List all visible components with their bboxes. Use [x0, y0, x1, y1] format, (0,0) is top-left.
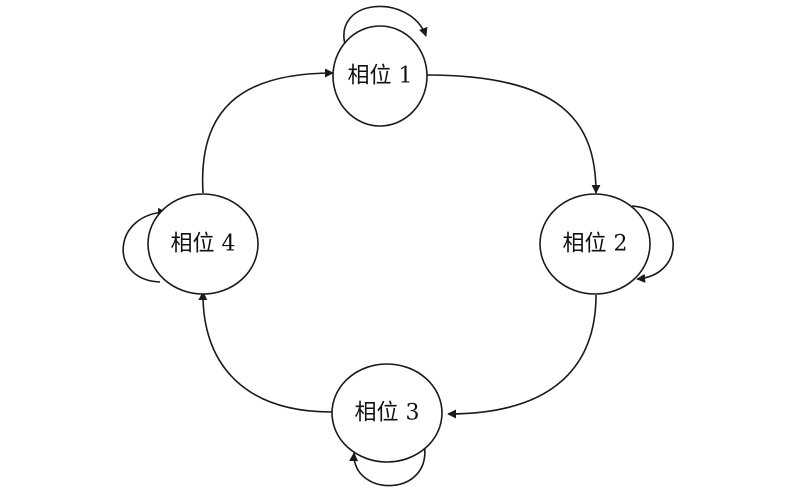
self-loop-phase3 — [349, 442, 426, 487]
phase-1-label: 相位 1 — [348, 64, 413, 89]
phase-1-node: 相位 1 — [332, 25, 428, 127]
phase-4-label: 相位 4 — [171, 232, 236, 257]
phase-3-node: 相位 3 — [331, 363, 443, 463]
phase-2-label: 相位 2 — [563, 232, 628, 257]
edge-phase1-to-phase2 — [425, 74, 601, 194]
edge-phase4-to-phase1 — [201, 68, 334, 194]
phase-4-node: 相位 4 — [147, 193, 259, 295]
edge-phase3-to-phase4 — [198, 291, 333, 413]
self-loop-phase1 — [343, 5, 428, 49]
self-loop-phase2 — [631, 205, 674, 283]
edge-phase2-to-phase3 — [447, 294, 597, 419]
phase-2-node: 相位 2 — [539, 193, 651, 295]
phase-3-label: 相位 3 — [355, 401, 420, 426]
self-loop-phase4 — [122, 207, 167, 283]
